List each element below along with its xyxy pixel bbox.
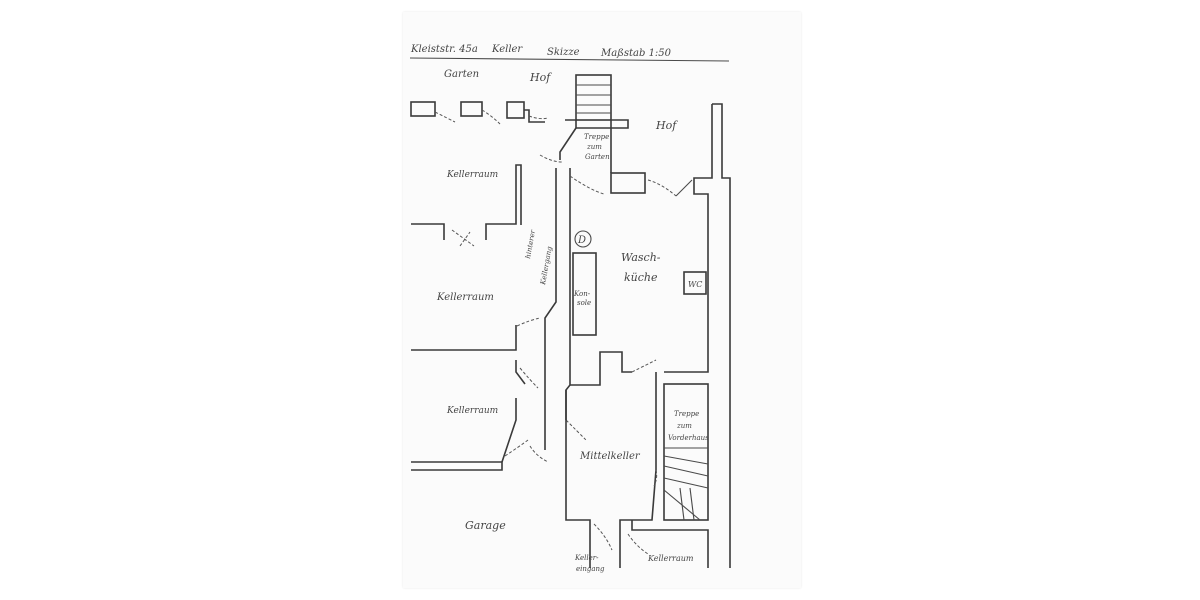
- header-underline: [409, 57, 730, 62]
- header-line: Kleiststr. 45a Keller Skizze Maßstab 1:5…: [409, 44, 730, 62]
- label-treppe-haus-3: Vorderhaus: [668, 434, 709, 442]
- middle-cellar: Treppe zum Vorderhaus Mittelkeller: [565, 372, 709, 568]
- header-kind: Skizze: [547, 47, 580, 58]
- label-hof-left: Hof: [529, 71, 552, 84]
- rear-corridor: hinterer Kellergang: [524, 168, 605, 463]
- left-rooms: Kellerraum Kellerraum Kellerraum: [411, 164, 541, 471]
- label-treppe-garten-2: zum: [586, 143, 602, 151]
- label-garten: Garten: [444, 69, 479, 80]
- header-level: Keller: [491, 44, 523, 55]
- garden-wall: [410, 101, 549, 125]
- label-treppe-haus-2: zum: [676, 422, 692, 430]
- header-address: Kleiststr. 45a: [410, 44, 478, 55]
- label-hof-right: Hof: [655, 119, 678, 132]
- label-kellerraum-2: Kellerraum: [436, 292, 494, 303]
- label-treppe-garten-3: Garten: [585, 153, 610, 161]
- label-gang-1: hinterer: [524, 229, 537, 260]
- meter-symbol: D: [577, 235, 586, 246]
- label-konsole-1: Kon-: [573, 290, 591, 298]
- label-garage: Garage: [465, 519, 506, 532]
- label-konsole-2: sole: [577, 299, 591, 307]
- label-wasch-1: Wasch-: [621, 251, 661, 264]
- label-kellerraum-1: Kellerraum: [446, 170, 498, 180]
- stair-to-garden: Treppe zum Garten: [539, 74, 629, 173]
- label-wasch-2: küche: [624, 271, 658, 284]
- label-treppe-garten-1: Treppe: [584, 133, 609, 141]
- label-kellereingang-1: Keller-: [574, 554, 599, 562]
- label-treppe-haus-1: Treppe: [674, 410, 699, 418]
- header-scale: Maßstab 1:50: [600, 48, 672, 59]
- scanned-sheet: [403, 12, 801, 588]
- label-mittelkeller: Mittelkeller: [579, 451, 641, 462]
- right-wall: [610, 103, 731, 568]
- label-kellerraum-4: Kellerraum: [647, 554, 694, 563]
- wash-kitchen: D WC Kon- sole Wasch- küche: [570, 230, 707, 386]
- label-gang-2: Kellergang: [539, 245, 554, 286]
- bottom-rooms: Garage Keller- eingang Kellerraum: [465, 519, 709, 573]
- label-kellereingang-2: eingang: [576, 565, 605, 573]
- label-kellerraum-3: Kellerraum: [446, 406, 498, 416]
- label-wc: WC: [688, 280, 702, 289]
